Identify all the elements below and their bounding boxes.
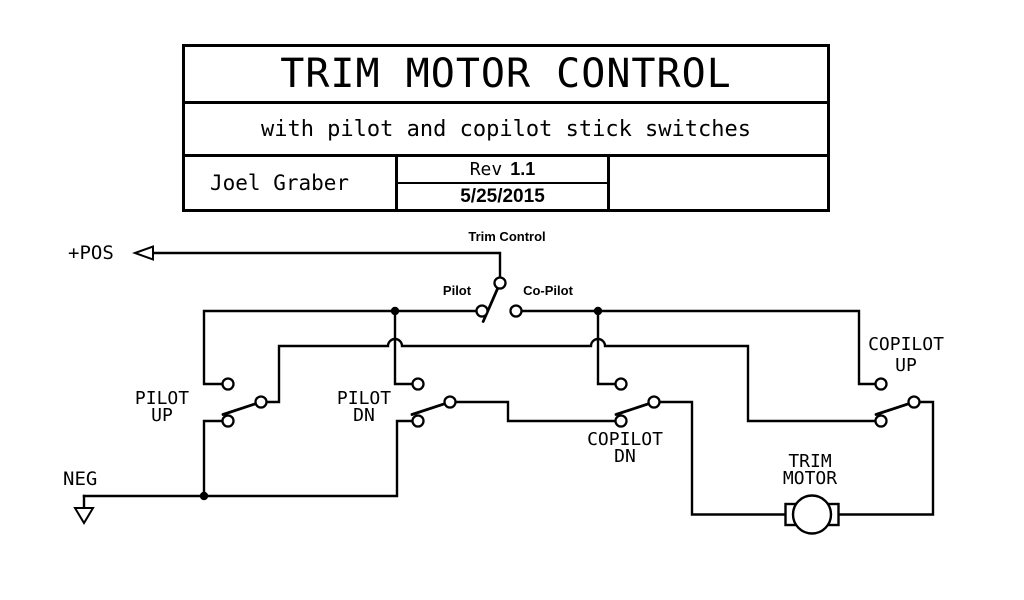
pilot-dn-top-contact bbox=[411, 377, 425, 391]
copilot-up-lever bbox=[874, 402, 911, 416]
trim-control-pilot-contact bbox=[475, 304, 489, 318]
wire-copilotup-to-motor bbox=[837, 400, 935, 516]
wire-pilotup-bottom bbox=[202, 419, 224, 498]
pos-rail-label: +POS bbox=[68, 242, 114, 264]
junction-pilot-bus bbox=[390, 306, 400, 316]
pilot-up-label-line2: UP bbox=[151, 405, 173, 426]
trim-control-copilot-contact bbox=[509, 304, 523, 318]
pilot-dn-lever bbox=[410, 402, 447, 416]
trim-control-label: Trim Control bbox=[468, 229, 546, 244]
trim-control-common-contact bbox=[493, 276, 507, 290]
drawing-date: 5/25/2015 bbox=[460, 185, 545, 207]
pilot-position-label: Pilot bbox=[442, 283, 472, 298]
rev-date-cell: Rev 1.1 5/25/2015 bbox=[398, 157, 610, 209]
revision-row: Rev 1.1 bbox=[398, 157, 607, 184]
wire-copilotdn-to-motor bbox=[658, 400, 788, 516]
pilot-dn-label-line1: PILOT bbox=[336, 388, 392, 409]
pilot-up-label-line1: PILOT bbox=[134, 388, 190, 409]
pilot-up-bottom-contact bbox=[221, 414, 235, 428]
copilot-dn-label-line1: COPILOT bbox=[587, 429, 663, 450]
copilot-dn-lever bbox=[614, 402, 651, 416]
drawing-subtitle: with pilot and copilot stick switches bbox=[185, 104, 827, 157]
pilot-up-top-contact bbox=[221, 377, 235, 391]
title-block-footer: Joel Graber Rev 1.1 5/25/2015 bbox=[185, 157, 827, 209]
neg-rail-label: NEG bbox=[63, 468, 98, 490]
trim-motor-label-line2: MOTOR bbox=[782, 468, 838, 489]
empty-cell bbox=[610, 157, 827, 209]
copilot-up-label-line1: COPILOT bbox=[868, 334, 944, 355]
wire-copilot-dn-top bbox=[596, 309, 617, 386]
wire-pilotup-to-copilotup bbox=[265, 337, 877, 423]
copilot-position-label: Co-Pilot bbox=[523, 283, 573, 298]
pilot-up-common-contact bbox=[254, 395, 268, 409]
wire-copilot-bus bbox=[520, 309, 877, 386]
pilot-dn-label-line2: DN bbox=[353, 405, 375, 426]
author-name: Joel Graber bbox=[185, 157, 398, 209]
rev-value: 1.1 bbox=[510, 159, 536, 179]
copilot-up-bottom-contact bbox=[874, 414, 888, 428]
pilot-dn-common-contact bbox=[443, 395, 457, 409]
copilot-up-label-line2: UP bbox=[895, 355, 917, 376]
rev-label: Rev bbox=[469, 159, 503, 180]
pilot-dn-bottom-contact bbox=[411, 414, 425, 428]
copilot-up-top-contact bbox=[874, 377, 888, 391]
wire-pos-feed bbox=[151, 251, 502, 279]
copilot-dn-top-contact bbox=[614, 377, 628, 391]
wire-pilotdn-to-copilotdn bbox=[454, 400, 617, 423]
wire-neg-rail bbox=[82, 419, 414, 498]
junction-copilot-bus bbox=[593, 306, 603, 316]
title-block: TRIM MOTOR CONTROL with pilot and copilo… bbox=[182, 44, 830, 212]
drawing-title: TRIM MOTOR CONTROL bbox=[185, 47, 827, 104]
copilot-dn-label-line2: DN bbox=[614, 446, 636, 467]
copilot-up-common-contact bbox=[907, 395, 921, 409]
wire-pilot-dn-top bbox=[393, 309, 414, 386]
junction-neg-rail bbox=[199, 491, 209, 501]
trim-motor-label-line1: TRIM bbox=[788, 451, 832, 472]
motor-body bbox=[791, 494, 833, 535]
wire-pilot-bus bbox=[202, 309, 478, 386]
trim-motor-symbol bbox=[784, 494, 840, 535]
ground-icon bbox=[73, 507, 95, 525]
copilot-dn-common-contact bbox=[647, 395, 661, 409]
pos-arrow-icon bbox=[132, 245, 154, 261]
copilot-dn-bottom-contact bbox=[614, 414, 628, 428]
pilot-up-lever bbox=[221, 402, 258, 416]
